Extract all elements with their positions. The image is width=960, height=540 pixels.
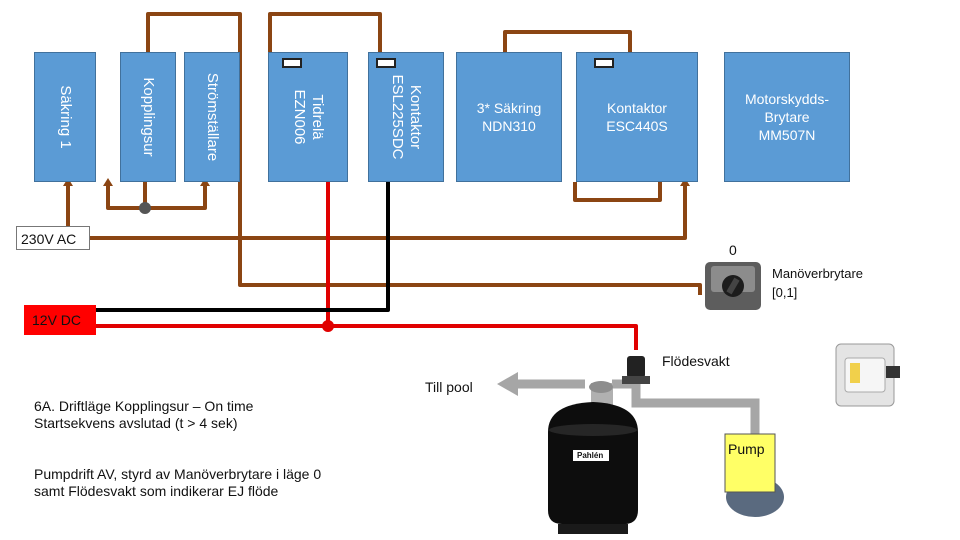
pump-image [724, 433, 784, 517]
selector-title-label: Manöverbrytare [772, 266, 864, 281]
dc-rail-text: 12V DC [32, 312, 82, 328]
box-kontaktor-esl: Kontaktor ESL225SDC [368, 52, 444, 182]
filter-brand-label: Pahlén [577, 451, 604, 460]
selector-position-label: 0 [729, 242, 737, 258]
wire-dc-black [96, 182, 390, 312]
sakring3-label: 3* Säkring NDN310 [457, 99, 561, 135]
arrow-tip [103, 178, 113, 186]
pump-label: Pump [728, 441, 765, 457]
sand-filter-image [548, 381, 638, 534]
sakring1-label: Säkring 1 [57, 85, 74, 149]
timer-device-image [835, 343, 900, 407]
box-motorskydd: Motorskydds- Brytare MM507N [724, 52, 850, 182]
sakring3-name: 3* Säkring [476, 100, 542, 116]
selector-switch-image [705, 262, 761, 310]
wire-strom-top [146, 12, 702, 295]
motorskydd-label: Motorskydds- Brytare MM507N [725, 90, 849, 144]
motorskydd-line2: Brytare [764, 109, 810, 125]
ac-rail-label: 230V AC [16, 226, 90, 250]
box-kopplingsur: Kopplingsur [120, 52, 176, 182]
wire-ac-rail [90, 182, 687, 240]
tidrela-model: EZN006 [291, 89, 308, 145]
wire-kopplingsur-loop [106, 182, 207, 210]
wire-ndn-esc [503, 30, 632, 52]
mode-title-line2: Startsekvens avslutad (t > 4 sek) [34, 415, 238, 431]
stromstallare-label: Strömställare [204, 72, 221, 162]
kontaktor-esc-model: ESC440S [606, 118, 668, 134]
sakring3-model: NDN310 [482, 118, 536, 134]
kopplingsur-label: Kopplingsur [140, 77, 157, 157]
selector-range-label: [0,1] [772, 285, 798, 300]
status-line1: Pumpdrift AV, styrd av Manöverbrytare i … [34, 466, 322, 482]
kontaktor-esl-model: ESL225SDC [389, 74, 406, 160]
pool-out-label: Till pool [425, 379, 473, 395]
arrow-tip [200, 178, 210, 186]
status-line2: samt Flödesvakt som indikerar EJ flöde [34, 483, 279, 499]
junction-dot-red [322, 320, 334, 332]
flow-switch-label: Flödesvakt [662, 353, 730, 369]
tidrela-indicator [282, 58, 302, 68]
box-sakring3: 3* Säkring NDN310 [456, 52, 562, 182]
junction-dot [139, 202, 151, 214]
tidrela-name: Tidrelä [309, 94, 326, 140]
arrow-tip [680, 178, 690, 186]
kontaktor-esl-indicator [376, 58, 396, 68]
tidrela-label: Tidrelä EZN006 [290, 89, 326, 144]
arrow-tip [63, 178, 73, 186]
wire-ndn-bottom [573, 182, 662, 202]
mode-title-line1: 6A. Driftläge Kopplingsur – On time [34, 398, 254, 414]
dc-rail-label: 12V DC [24, 305, 96, 335]
kontaktor-esc-indicator [594, 58, 614, 68]
kontaktor-esl-label: Kontaktor ESL225SDC [388, 74, 424, 159]
wire-dc-red [96, 324, 638, 350]
motorskydd-line1: Motorskydds- [744, 91, 830, 107]
box-tidrela: Tidrelä EZN006 [268, 52, 348, 182]
box-kontaktor-esc: Kontaktor ESC440S [576, 52, 698, 182]
flow-switch-image [622, 356, 650, 384]
status-text: Pumpdrift AV, styrd av Manöverbrytare i … [34, 466, 321, 500]
kontaktor-esc-name: Kontaktor [607, 100, 667, 116]
mode-title: 6A. Driftläge Kopplingsur – On time Star… [34, 398, 253, 432]
kontaktor-esl-name: Kontaktor [407, 84, 424, 150]
motorskydd-line3: MM507N [758, 127, 816, 143]
box-stromstallare: Strömställare [184, 52, 240, 182]
ac-rail-text: 230V AC [21, 231, 77, 247]
wire-esl-top [268, 12, 382, 52]
pool-arrow [497, 372, 518, 396]
kontaktor-esc-label: Kontaktor ESC440S [577, 99, 697, 135]
box-sakring1: Säkring 1 [34, 52, 96, 182]
